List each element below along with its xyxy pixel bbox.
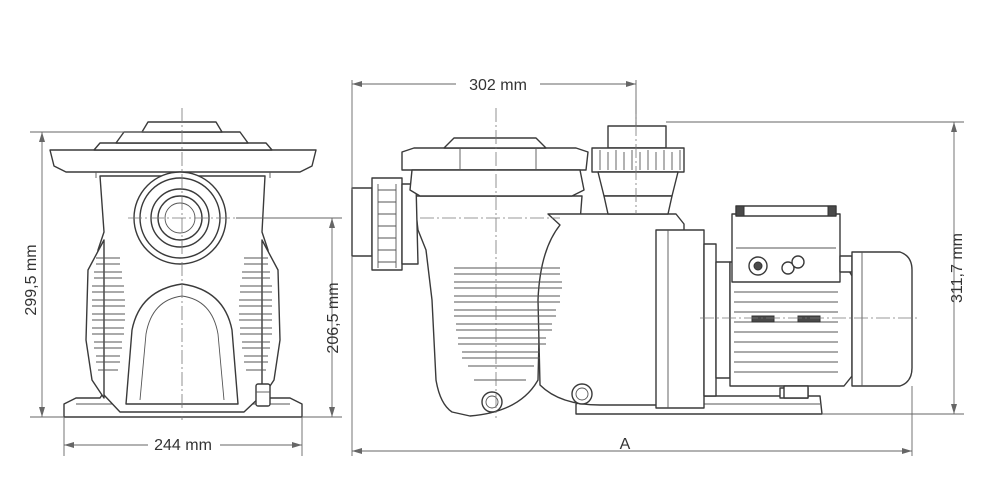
dimension-height-total-side-label: 311,7 mm: [949, 233, 966, 303]
pump-side-view: [351, 100, 918, 418]
dimension-total-length-label: A: [620, 436, 631, 453]
dimension-width-label: 244 mm: [154, 437, 212, 454]
dimension-height-total-front-label: 299,5 mm: [23, 244, 40, 315]
length-label-bg: [616, 436, 634, 450]
dimension-inlet-outlet-length-label: 302 mm: [469, 77, 527, 94]
dimension-inlet-height-label: 206,5 mm: [325, 282, 342, 353]
width-label-bg: [148, 436, 220, 454]
dimension-lines-front: [30, 131, 342, 456]
pump-front-view: [49, 108, 317, 420]
dimension-lines-side: [351, 80, 964, 456]
